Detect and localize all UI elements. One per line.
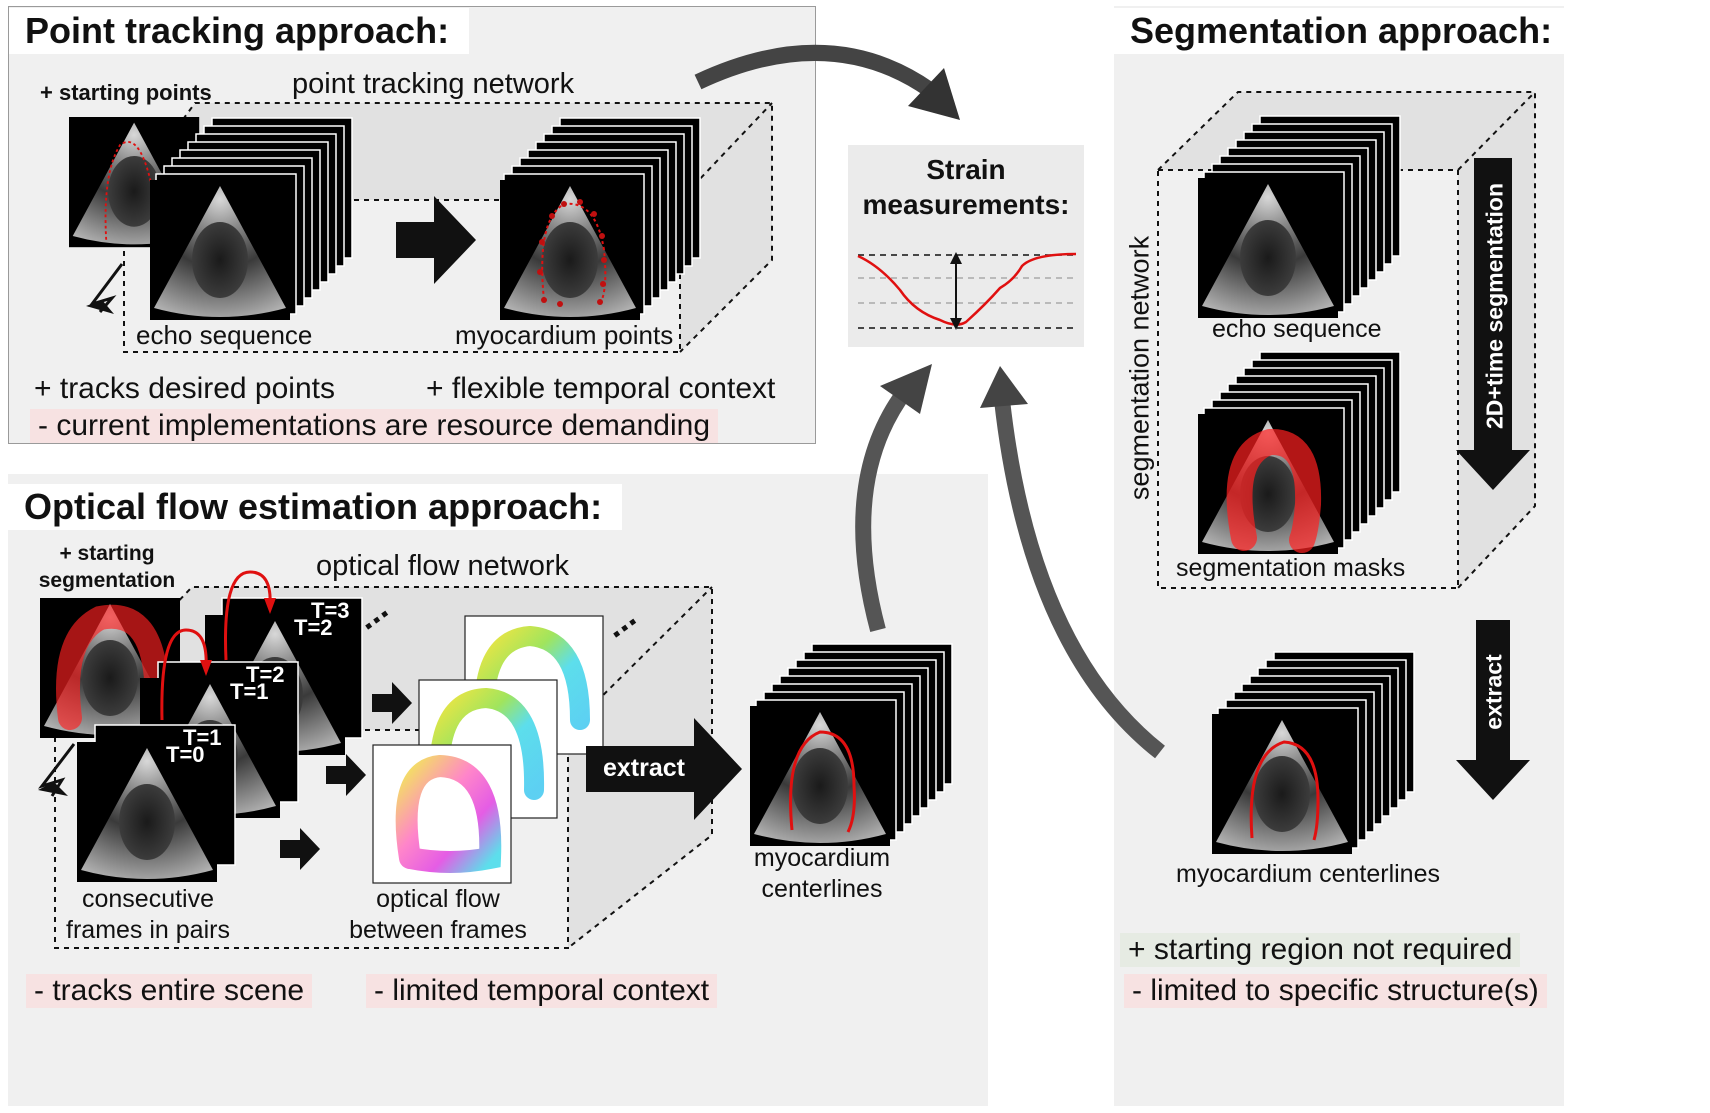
starting-points-frame bbox=[69, 117, 200, 248]
point-tracking-title: Point tracking approach: bbox=[9, 8, 470, 54]
segmentation-extract-arrow bbox=[1456, 620, 1530, 800]
optical-flow-con-1: - tracks entire scene bbox=[26, 974, 313, 1008]
optical-flow-input-line-2: frames in pairs bbox=[66, 916, 230, 944]
optical-flow-result-line-1: myocardium bbox=[753, 844, 891, 872]
frame-label-t2-top: T=2 bbox=[294, 615, 333, 640]
segmentation-extract-label: extract bbox=[1480, 654, 1507, 730]
more-frames-dots bbox=[365, 610, 637, 638]
starting-segmentation-line-2: segmentation bbox=[38, 569, 176, 592]
starting-segmentation-line-1: + starting bbox=[59, 542, 155, 565]
segmentation-result-label: myocardium centerlines bbox=[1176, 860, 1440, 888]
frame-label-t3: T=3 bbox=[311, 598, 350, 623]
point-tracking-output-label: myocardium points bbox=[455, 320, 674, 350]
point-tracking-network-label: point tracking network bbox=[292, 68, 575, 100]
optical-flow-network-label: optical flow network bbox=[316, 550, 570, 582]
optical-flow-extract-arrow bbox=[586, 718, 742, 820]
frame-transition-arc-2 bbox=[224, 570, 272, 661]
segmentation-pro-1: + starting region not required bbox=[1120, 933, 1521, 967]
frame-label-t1-bottom: T=1 bbox=[183, 725, 222, 750]
strain-curve-graph bbox=[857, 252, 1077, 330]
optical-flow-centerline-stack bbox=[750, 643, 953, 846]
optical-flow-input-label: consecutive frames in pairs bbox=[50, 884, 246, 946]
optical-flow-con-2: - limited temporal context bbox=[366, 974, 718, 1008]
segmentation-centerline-stack bbox=[1212, 651, 1415, 854]
optical-flow-result-line-2: centerlines bbox=[761, 875, 883, 903]
starting-points-label: + starting points bbox=[40, 80, 212, 105]
frame-label-t0: T=0 bbox=[166, 742, 205, 767]
point-tracking-process-arrow bbox=[396, 196, 476, 284]
arrow-point-tracking-to-strain bbox=[694, 45, 960, 120]
segmentation-con-1: - limited to specific structure(s) bbox=[1124, 974, 1547, 1008]
segmentation-time-arrow bbox=[1456, 158, 1530, 490]
segmentation-network-label: segmentation network bbox=[1124, 235, 1155, 501]
frame-transition-arc-1 bbox=[160, 628, 208, 721]
point-tracking-output-stack bbox=[500, 117, 701, 320]
arrow-optical-flow-to-strain bbox=[855, 364, 932, 633]
optical-flow-result-label: myocardium centerlines bbox=[742, 843, 902, 905]
optical-flow-output-line-2: between frames bbox=[349, 916, 527, 944]
strain-panel bbox=[848, 145, 1084, 347]
segmentation-title: Segmentation approach: bbox=[1114, 8, 1573, 54]
frame-label-t1-mid: T=1 bbox=[230, 679, 269, 704]
starting-segmentation-frame bbox=[40, 598, 180, 738]
optical-flow-small-arrows bbox=[280, 682, 412, 870]
segmentation-time-label: 2D+time segmentation bbox=[1481, 182, 1508, 430]
strain-title-line-2: measurements: bbox=[862, 189, 1070, 220]
strain-title: Strain measurements: bbox=[848, 152, 1084, 222]
optical-flow-images bbox=[372, 615, 604, 884]
segmentation-output-label: segmentation masks bbox=[1176, 554, 1406, 582]
arrow-segmentation-to-strain bbox=[980, 366, 1165, 759]
strain-title-line-1: Strain bbox=[926, 154, 1006, 185]
optical-flow-extract-label: extract bbox=[603, 754, 685, 782]
optical-flow-output-label: optical flow between frames bbox=[338, 884, 538, 946]
optical-flow-title: Optical flow estimation approach: bbox=[8, 484, 623, 530]
segmentation-mask-stack bbox=[1198, 351, 1401, 554]
point-tracking-pro-1: + tracks desired points bbox=[34, 372, 335, 405]
optical-flow-output-line-1: optical flow bbox=[376, 885, 500, 913]
segmentation-input-label: echo sequence bbox=[1212, 315, 1382, 343]
frame-label-t2-mid: T=2 bbox=[246, 662, 285, 687]
starting-segmentation-label: + starting segmentation bbox=[22, 540, 192, 594]
point-tracking-input-label: echo sequence bbox=[136, 320, 313, 350]
point-tracking-pro-2: + flexible temporal context bbox=[426, 372, 776, 405]
point-tracking-con-1: - current implementations are resource d… bbox=[30, 409, 718, 443]
optical-flow-input-line-1: consecutive bbox=[81, 885, 215, 913]
